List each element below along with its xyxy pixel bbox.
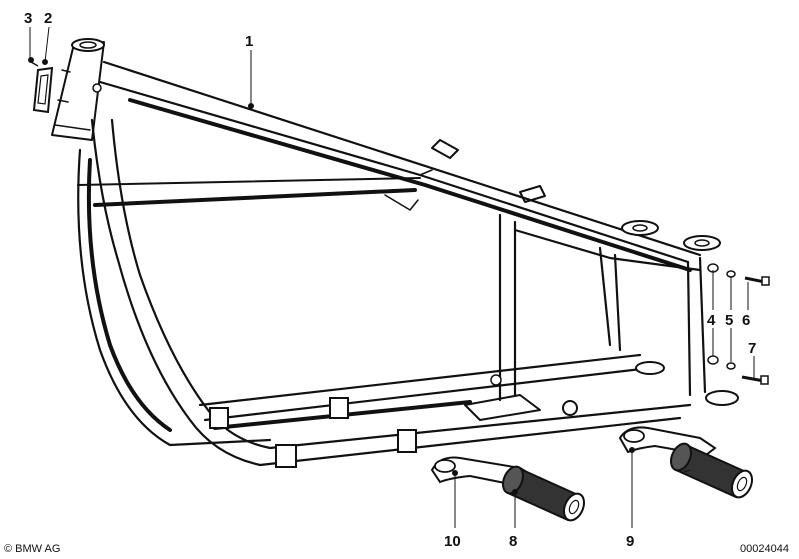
washer-5[interactable] [726,270,736,370]
callout-6[interactable]: 6 [742,312,750,329]
bolt-7[interactable] [741,375,769,385]
callout-8[interactable]: 8 [509,533,517,550]
outer-loop-tube [77,148,272,447]
frame-lugs [209,139,739,468]
drawing-number: 00024044 [740,543,789,555]
emblem-plate[interactable] [32,66,54,114]
rear-section [498,213,707,402]
cross-brace [77,177,421,211]
bolt-6[interactable] [744,276,770,286]
washer-4[interactable] [707,263,719,365]
down-tube [90,118,692,467]
top-tube [98,60,702,272]
callout-5[interactable]: 5 [725,312,733,329]
callout-3[interactable]: 3 [24,10,32,27]
footrest-rubber-left[interactable] [499,464,588,524]
screw-small[interactable] [28,57,39,67]
footrest-rubber-right[interactable] [667,441,756,501]
steering-head [51,38,105,141]
callout-10[interactable]: 10 [444,533,461,550]
callout-7[interactable]: 7 [748,340,756,357]
leader-lines [29,26,755,528]
main-frame[interactable] [51,38,739,468]
copyright-label: © BMW AG [4,543,60,555]
callout-2[interactable]: 2 [44,10,52,27]
callout-4[interactable]: 4 [707,312,716,329]
callout-1[interactable]: 1 [245,33,253,50]
callout-9[interactable]: 9 [626,533,634,550]
